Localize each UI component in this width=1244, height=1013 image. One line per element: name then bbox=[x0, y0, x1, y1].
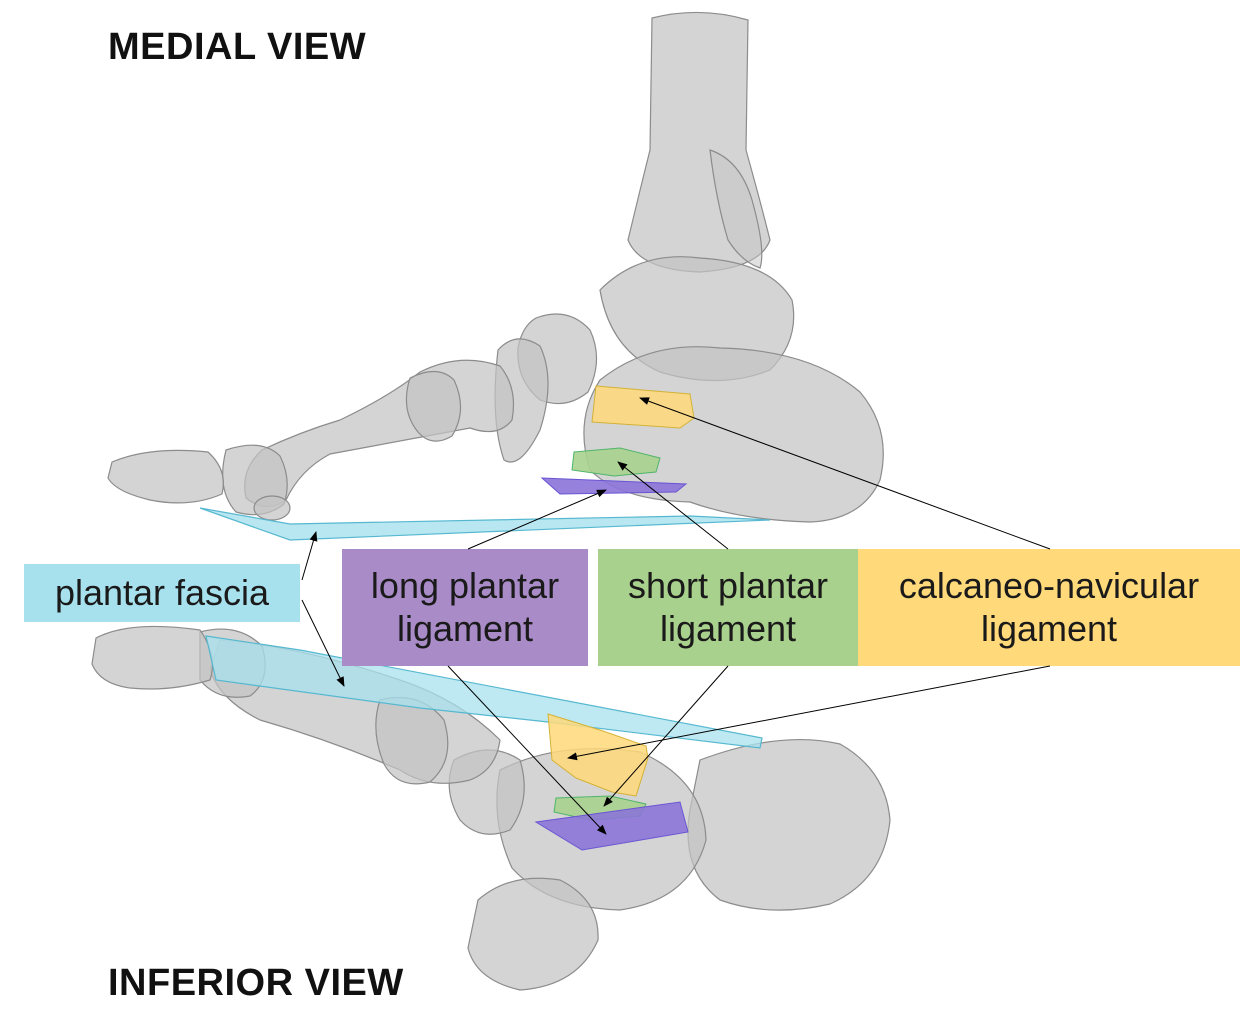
short-plantar-label-line2: ligament bbox=[628, 608, 828, 650]
long-plantar-label-line1: long plantar bbox=[371, 565, 559, 607]
inferior-foot-bones bbox=[92, 626, 890, 990]
plantar-fascia-label-text: plantar fascia bbox=[55, 572, 269, 614]
inferior-calcaneus bbox=[688, 740, 890, 911]
short-plantar-label-line1: short plantar bbox=[628, 565, 828, 607]
long-plantar-ligament-label: long plantar ligament bbox=[342, 549, 588, 666]
short-plantar-ligament-label: short plantar ligament bbox=[598, 549, 858, 666]
distal-phalanx bbox=[108, 450, 223, 503]
inferior-tibia bbox=[468, 878, 598, 990]
medial-foot-bones bbox=[108, 12, 883, 522]
inferior-toe bbox=[92, 626, 212, 689]
long-plantar-label-line2: ligament bbox=[371, 608, 559, 650]
calcaneus bbox=[584, 347, 883, 522]
medial-view-title: MEDIAL VIEW bbox=[108, 26, 366, 69]
calcaneo-navicular-label-line2: ligament bbox=[899, 608, 1199, 650]
sesamoid bbox=[254, 496, 290, 520]
calcaneo-navicular-label-line1: calcaneo-navicular bbox=[899, 565, 1199, 607]
calcaneo-navicular-ligament-label: calcaneo-navicular ligament bbox=[858, 549, 1240, 666]
inferior-view-title: INFERIOR VIEW bbox=[108, 962, 404, 1005]
plantar-fascia-label: plantar fascia bbox=[24, 564, 300, 622]
